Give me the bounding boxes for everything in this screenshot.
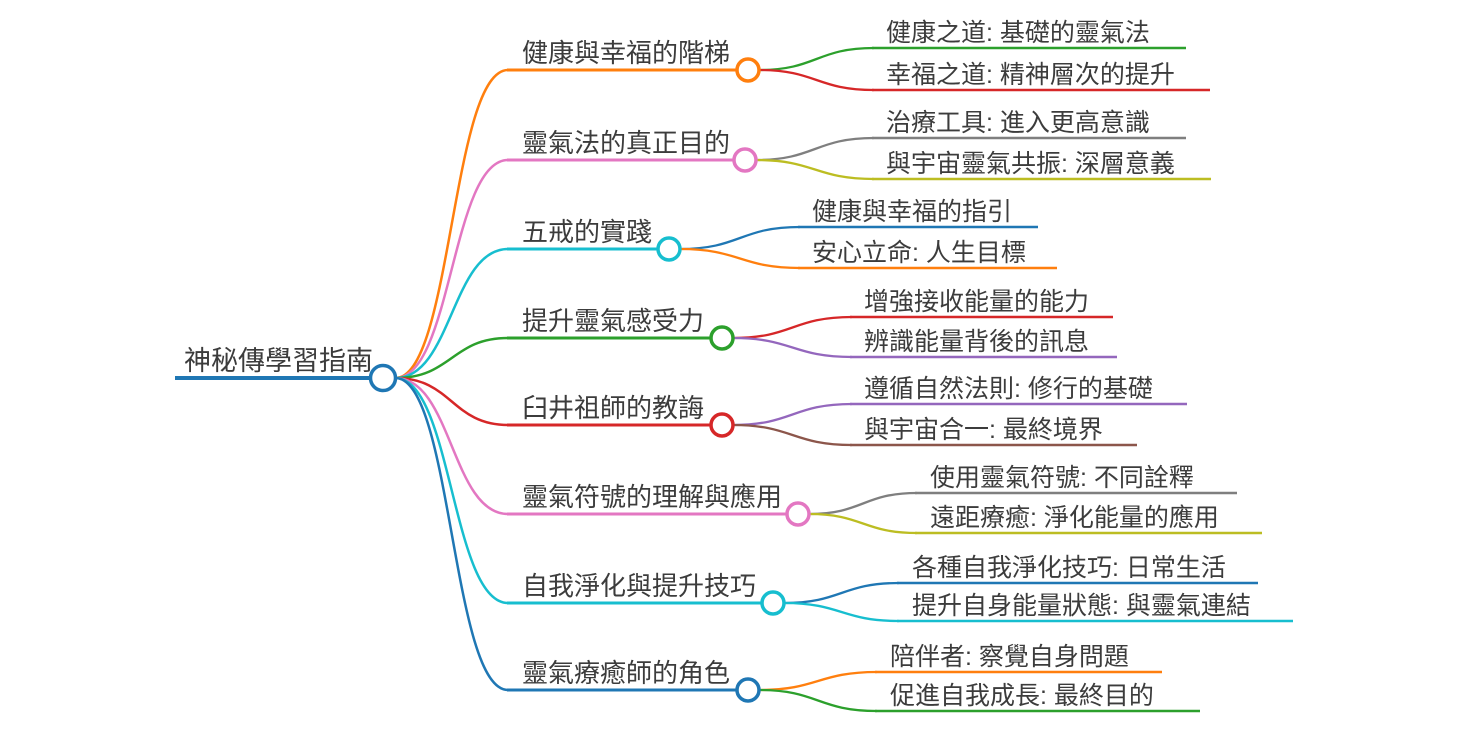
link-root-to-branch — [395, 376, 509, 427]
leaf-node-label: 健康之道: 基礎的靈氣法 — [886, 19, 1150, 47]
link-root-to-branch — [395, 68, 509, 380]
link-branch-to-leaf — [783, 601, 900, 623]
branch-node-circle[interactable] — [785, 501, 811, 527]
branch-node-circle[interactable] — [709, 412, 735, 438]
link-root-to-branch — [395, 376, 509, 605]
branch-node-circle[interactable] — [656, 236, 682, 262]
leaf-node-label: 幸福之道: 精神層次的提升 — [886, 61, 1175, 89]
branch-node-label: 靈氣法的真正目的 — [522, 128, 730, 158]
link-root-to-branch — [395, 376, 509, 692]
link-root-to-branch — [395, 376, 509, 516]
branch-node-label: 提升靈氣感受力 — [522, 306, 704, 336]
link-branch-to-leaf — [808, 491, 918, 516]
link-branch-to-leaf — [783, 581, 900, 605]
link-branch-to-leaf — [808, 512, 918, 535]
leaf-node-label: 遠距療癒: 淨化能量的應用 — [930, 504, 1219, 532]
link-branch-to-leaf — [679, 225, 801, 251]
link-branch-to-leaf — [679, 247, 801, 270]
link-branch-to-leaf — [755, 136, 875, 162]
link-root-to-branch — [395, 158, 509, 380]
branch-node-circle[interactable] — [732, 147, 758, 173]
leaf-node-label: 增強接收能量的能力 — [864, 288, 1089, 316]
branch-node-label: 五戒的實踐 — [522, 217, 652, 247]
leaf-node-label: 提升自身能量狀態: 與靈氣連結 — [912, 592, 1251, 620]
link-branch-to-leaf — [732, 402, 853, 427]
link-branch-to-leaf — [755, 158, 875, 181]
leaf-node-label: 與宇宙靈氣共振: 深層意義 — [886, 150, 1175, 178]
leaf-node-label: 使用靈氣符號: 不同詮釋 — [930, 464, 1194, 492]
link-branch-to-leaf — [732, 336, 853, 359]
branch-node-label: 自我淨化與提升技巧 — [522, 571, 756, 601]
root-node-circle[interactable] — [368, 363, 398, 393]
link-branch-to-leaf — [732, 315, 853, 340]
link-branch-to-leaf — [758, 46, 875, 72]
leaf-node-label: 促進自我成長: 最終目的 — [890, 682, 1154, 710]
leaf-node-label: 健康與幸福的指引 — [812, 198, 1012, 226]
link-branch-to-leaf — [758, 68, 875, 92]
branch-node-label: 臼井祖師的教誨 — [522, 393, 704, 423]
branch-node-label: 健康與幸福的階梯 — [522, 38, 730, 68]
leaf-node-label: 治療工具: 進入更高意識 — [886, 109, 1150, 137]
link-root-to-branch — [395, 247, 509, 380]
leaf-node-label: 各種自我淨化技巧: 日常生活 — [912, 554, 1226, 582]
branch-node-circle[interactable] — [735, 57, 761, 83]
leaf-node-label: 辨識能量背後的訊息 — [864, 328, 1089, 356]
leaf-node-label: 與宇宙合一: 最終境界 — [864, 416, 1103, 444]
branch-node-label: 靈氣療癒師的角色 — [522, 658, 730, 688]
root-node-label: 神秘傳學習指南 — [184, 346, 373, 376]
branch-node-circle[interactable] — [760, 590, 786, 616]
branch-node-circle[interactable] — [709, 325, 735, 351]
link-branch-to-leaf — [758, 670, 878, 692]
link-root-to-branch — [395, 336, 509, 380]
branch-node-label: 靈氣符號的理解與應用 — [522, 482, 782, 512]
leaf-node-label: 遵循自然法則: 修行的基礎 — [864, 375, 1153, 403]
link-branch-to-leaf — [758, 688, 878, 713]
link-branch-to-leaf — [732, 423, 853, 447]
branch-node-circle[interactable] — [735, 677, 761, 703]
leaf-node-label: 安心立命: 人生目標 — [812, 239, 1026, 267]
leaf-node-label: 陪伴者: 察覺自身問題 — [890, 643, 1129, 671]
